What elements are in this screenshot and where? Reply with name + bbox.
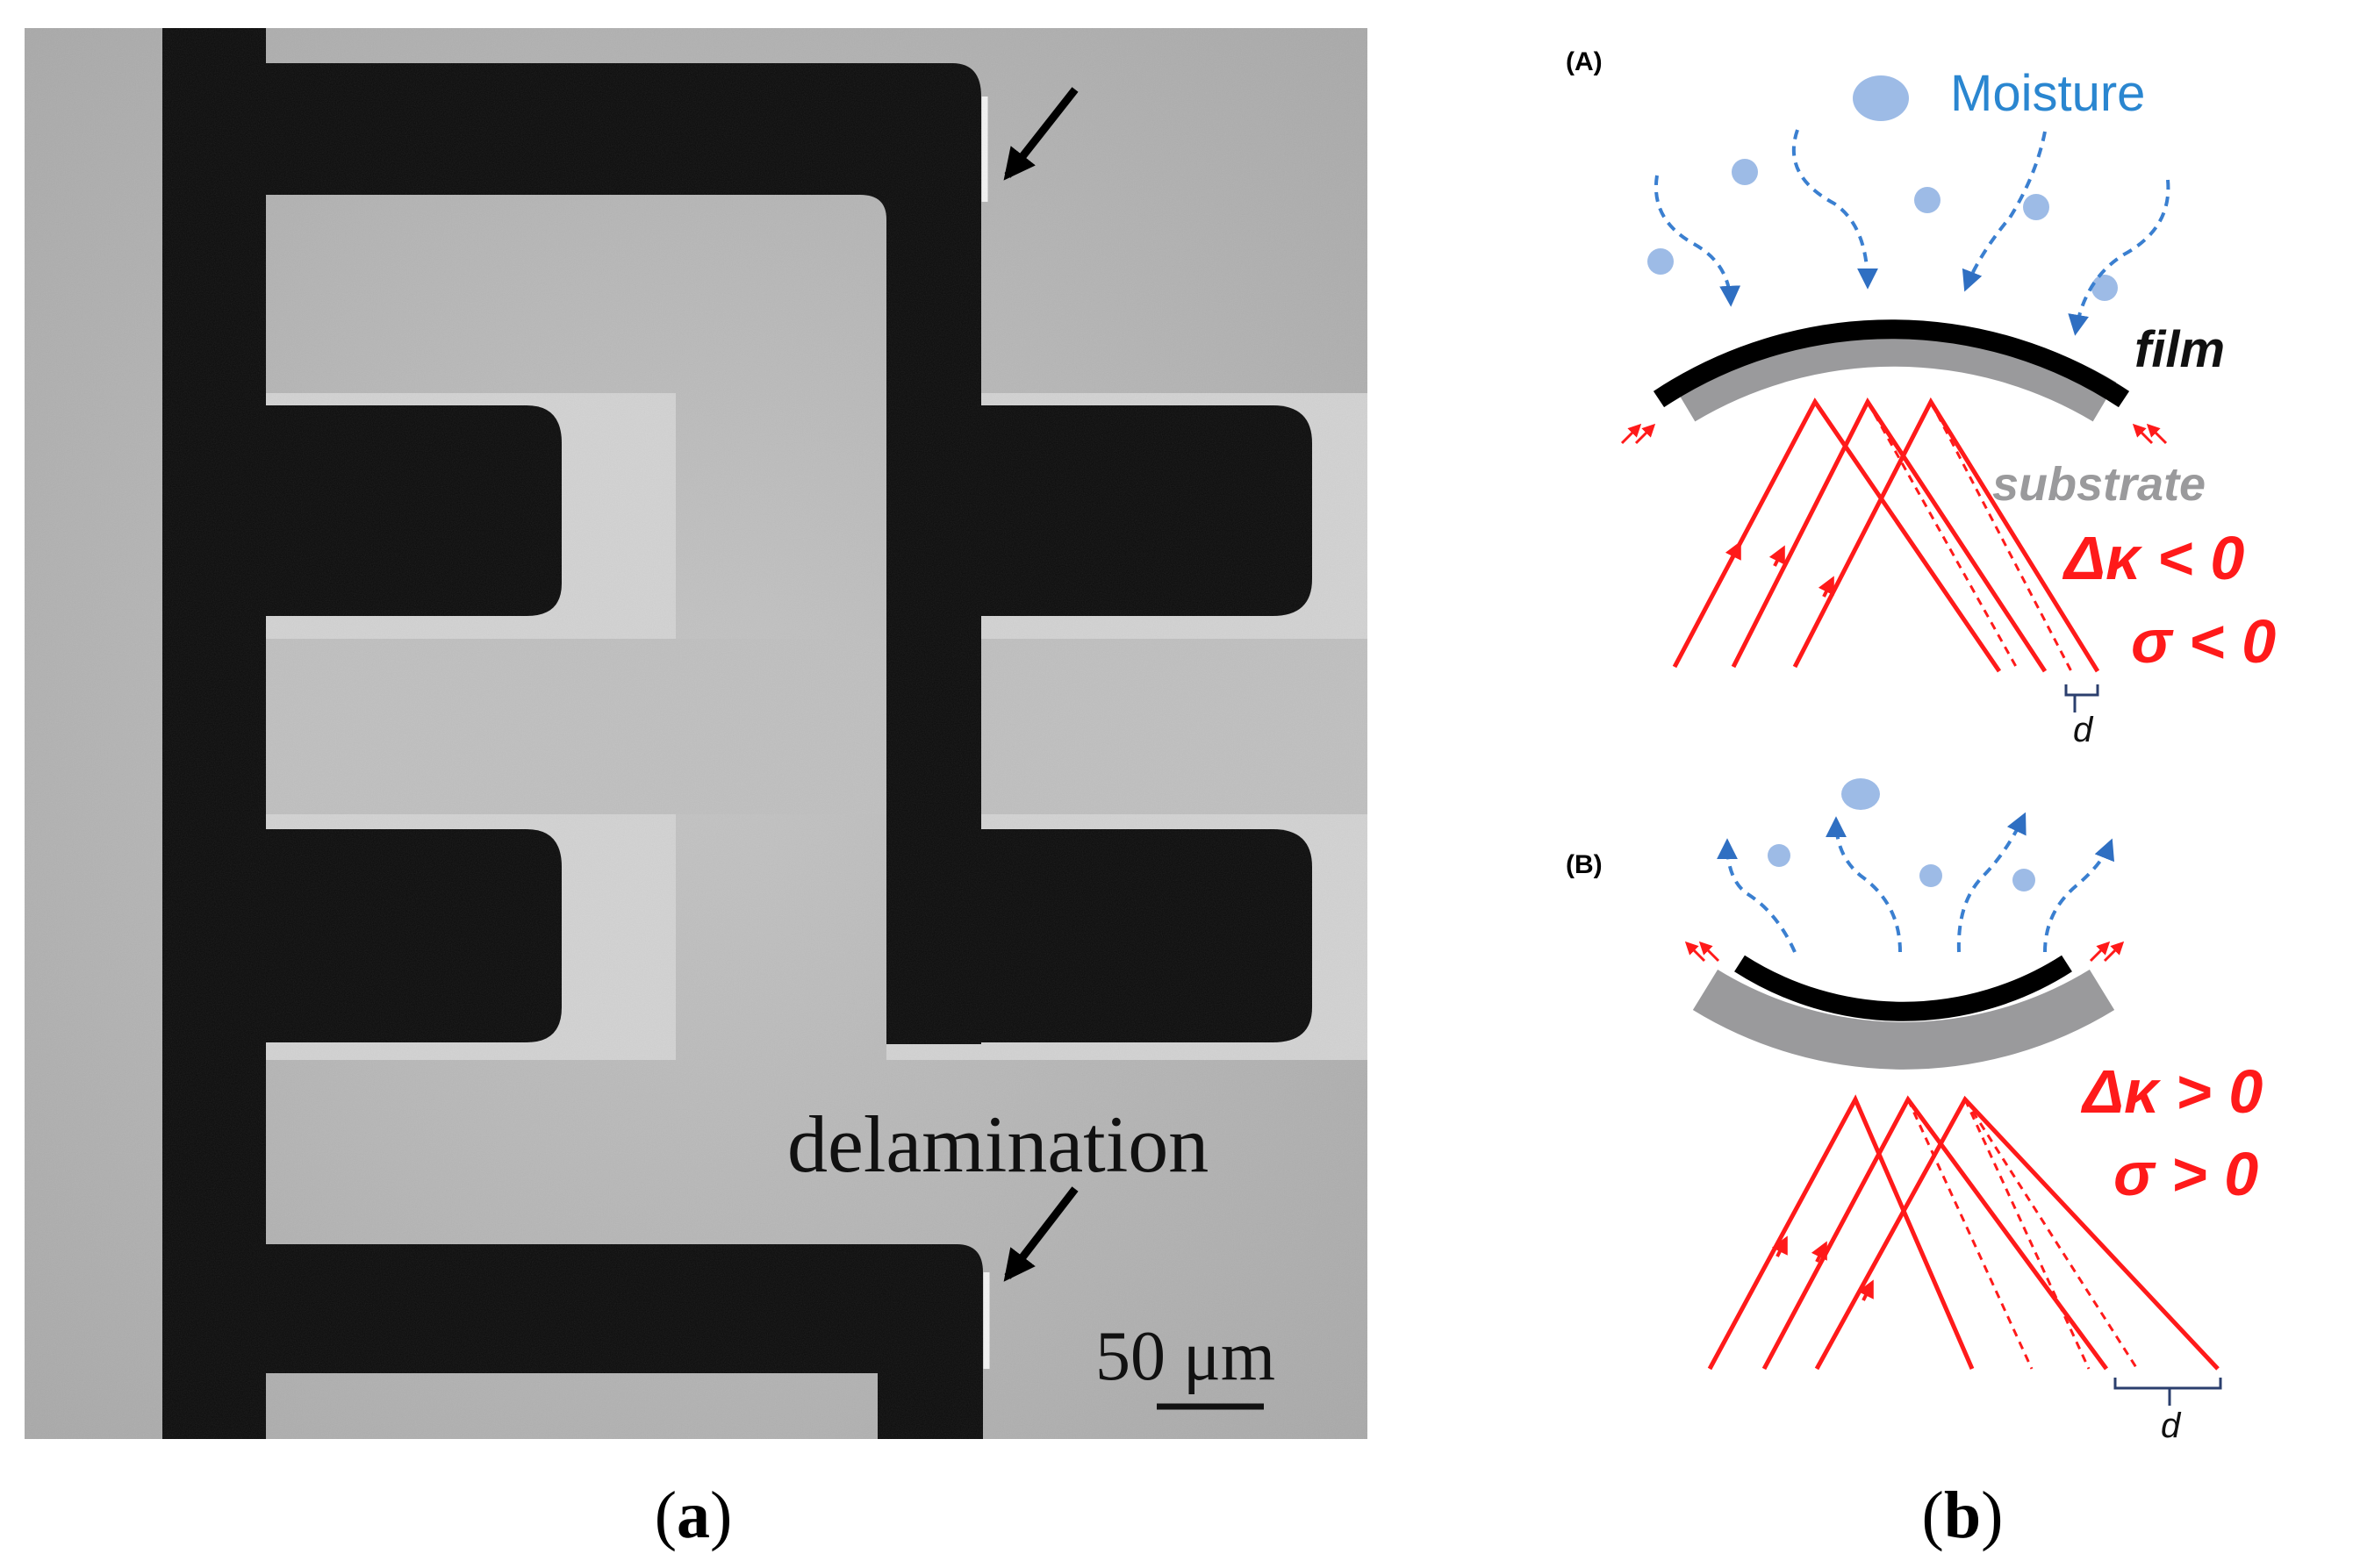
film-arc-b [1734,955,2072,1021]
micrograph-noise [25,28,1367,1439]
arrow-icon [2068,179,2170,336]
stress-label-b: σ > 0 [2113,1140,2258,1208]
arrow-icon [1717,838,1797,953]
direction-arrow-icon [1857,1279,1874,1301]
edge-stress-arrows-b [1684,941,2125,963]
beam-direction-arrows-b [1771,1235,1874,1301]
d-label-a: d [2073,711,2094,749]
laser-beams-a-reference [1866,401,2073,672]
reference-beam [1963,1099,2091,1370]
delamination-arrows [1003,87,1079,1282]
stress-arrow-icon [2089,941,2111,963]
d-label-b: d [2161,1407,2182,1445]
stress-arrow-icon [2146,423,2168,445]
substrate-arc-b [1692,969,2115,1070]
droplet-icon [1732,159,1758,185]
moisture-droplets [1647,75,2118,301]
arrow-icon [2043,838,2115,953]
arrow-icon [1962,131,2047,292]
laser-beam [1707,1094,1975,1371]
stress-arrow-icon [1620,423,1642,445]
panel-a-caption: (a) [655,1479,733,1552]
droplet-icon [1914,187,1941,213]
reference-beam [1929,401,2073,672]
substrate-label: substrate [1992,458,2206,511]
stress-arrow-icon [2103,941,2125,963]
arrow-icon [1654,175,1741,307]
arrow-icon [1826,816,1902,953]
stress-arrow-icon [1684,941,1706,963]
edge-stress-arrows-a [1620,423,2168,445]
laser-beams-b-reference [1906,1099,2139,1370]
panel-b-caption-letter: b [1944,1479,1981,1552]
scale-bar-label: 50 μm [1095,1318,1275,1395]
substrate-arc [1671,320,2117,422]
delamination-label: delamination [787,1099,1209,1189]
film-arc [1653,319,2130,408]
droplet-icon [2012,869,2035,891]
schematic-b: (B) [1566,778,2263,1445]
reference-beam [1906,1099,2034,1370]
direction-arrow-icon [1768,545,1785,567]
arrow-icon [1791,129,1878,290]
reference-beam [1866,401,2020,672]
sub-panel-b-tag: (B) [1566,850,1603,879]
droplet-icon [1841,778,1880,810]
stress-arrow-icon [1634,423,1656,445]
droplet-icon [2023,194,2049,220]
panel-b-caption: (b) [1922,1479,2004,1552]
droplet-icon [1768,844,1790,867]
direction-arrow-icon [1818,576,1834,598]
arrow-icon [1003,87,1079,181]
d-bracket-b [2113,1378,2222,1390]
droplet-icon [1919,864,1942,887]
film-label: film [2134,321,2225,378]
d-bracket-a [2064,684,2099,697]
moisture-arrows-out [1717,812,2115,953]
laser-beams-a [1672,397,2100,673]
direction-arrow-icon [1771,1235,1788,1257]
reference-beam [1963,1099,2139,1370]
direction-arrow-icon [1811,1241,1827,1263]
curvature-label-b: Δκ > 0 [2080,1057,2263,1126]
droplet-icon [1853,75,1909,121]
arrow-icon [1003,1186,1079,1282]
sub-panel-a-tag: (A) [1566,47,1603,76]
stress-arrow-icon [2132,423,2154,445]
beam-direction-arrows-a [1725,541,1834,598]
direction-arrow-icon [1725,541,1741,562]
micrograph-panel: delamination 50 μm [25,28,1367,1439]
laser-beam [1672,397,2002,673]
moisture-arrows-in [1654,129,2170,336]
droplet-icon [2091,275,2118,301]
moisture-label: Moisture [1950,65,2145,122]
droplet-icon [1647,248,1674,275]
laser-beam [1761,1095,2109,1371]
stress-arrow-icon [1698,941,1720,963]
schematic-a: (A) Moisture film substrate [1566,47,2276,749]
panel-a-caption-letter: a [677,1479,710,1552]
stress-label-a: σ < 0 [2131,607,2276,676]
curvature-label-a: Δκ < 0 [2062,524,2244,592]
moisture-droplets-b [1768,778,2035,891]
